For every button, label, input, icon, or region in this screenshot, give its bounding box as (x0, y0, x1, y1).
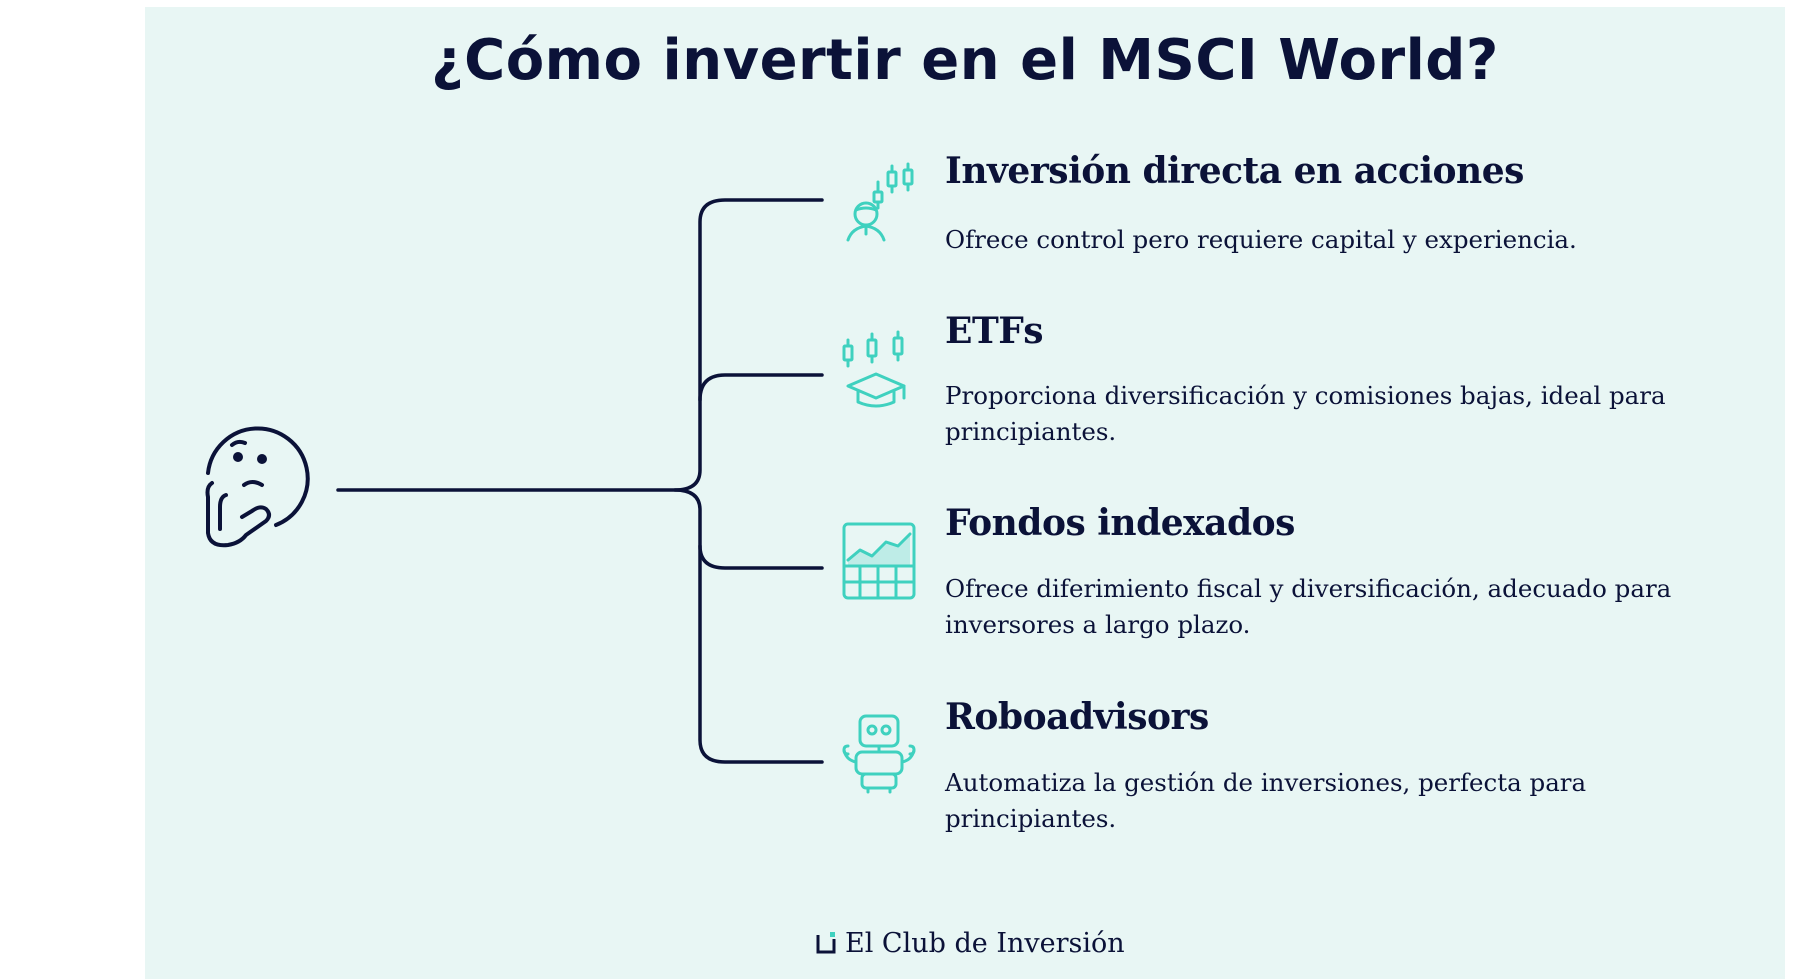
item-desc-etfs: Proporciona diversificación y comisiones… (945, 381, 1666, 446)
brand-logo-icon (816, 932, 836, 954)
thinking-face-icon (205, 426, 310, 548)
item-desc-direct-stocks: Ofrece control pero requiere capital y e… (945, 225, 1577, 254)
investor-candlestick-icon (846, 162, 914, 242)
brand-name: El Club de Inversión (845, 927, 1125, 959)
brand-footer: El Club de Inversión (815, 923, 1125, 963)
spreadsheet-chart-icon (842, 522, 916, 600)
item-title-index-funds: Fondos indexados (945, 502, 1295, 544)
robot-icon (842, 714, 916, 794)
item-desc-index-funds: Ofrece diferimiento fiscal y diversifica… (945, 574, 1672, 639)
page-title: ¿Cómo invertir en el MSCI World? (431, 28, 1499, 93)
infographic-panel (145, 7, 1785, 979)
item-title-roboadvisors: Roboadvisors (945, 696, 1209, 738)
item-title-etfs: ETFs (945, 310, 1044, 352)
graduation-candlestick-icon (842, 330, 906, 408)
item-desc-roboadvisors: Automatiza la gestión de inversiones, pe… (945, 768, 1587, 833)
item-title-direct-stocks: Inversión directa en acciones (945, 150, 1524, 192)
